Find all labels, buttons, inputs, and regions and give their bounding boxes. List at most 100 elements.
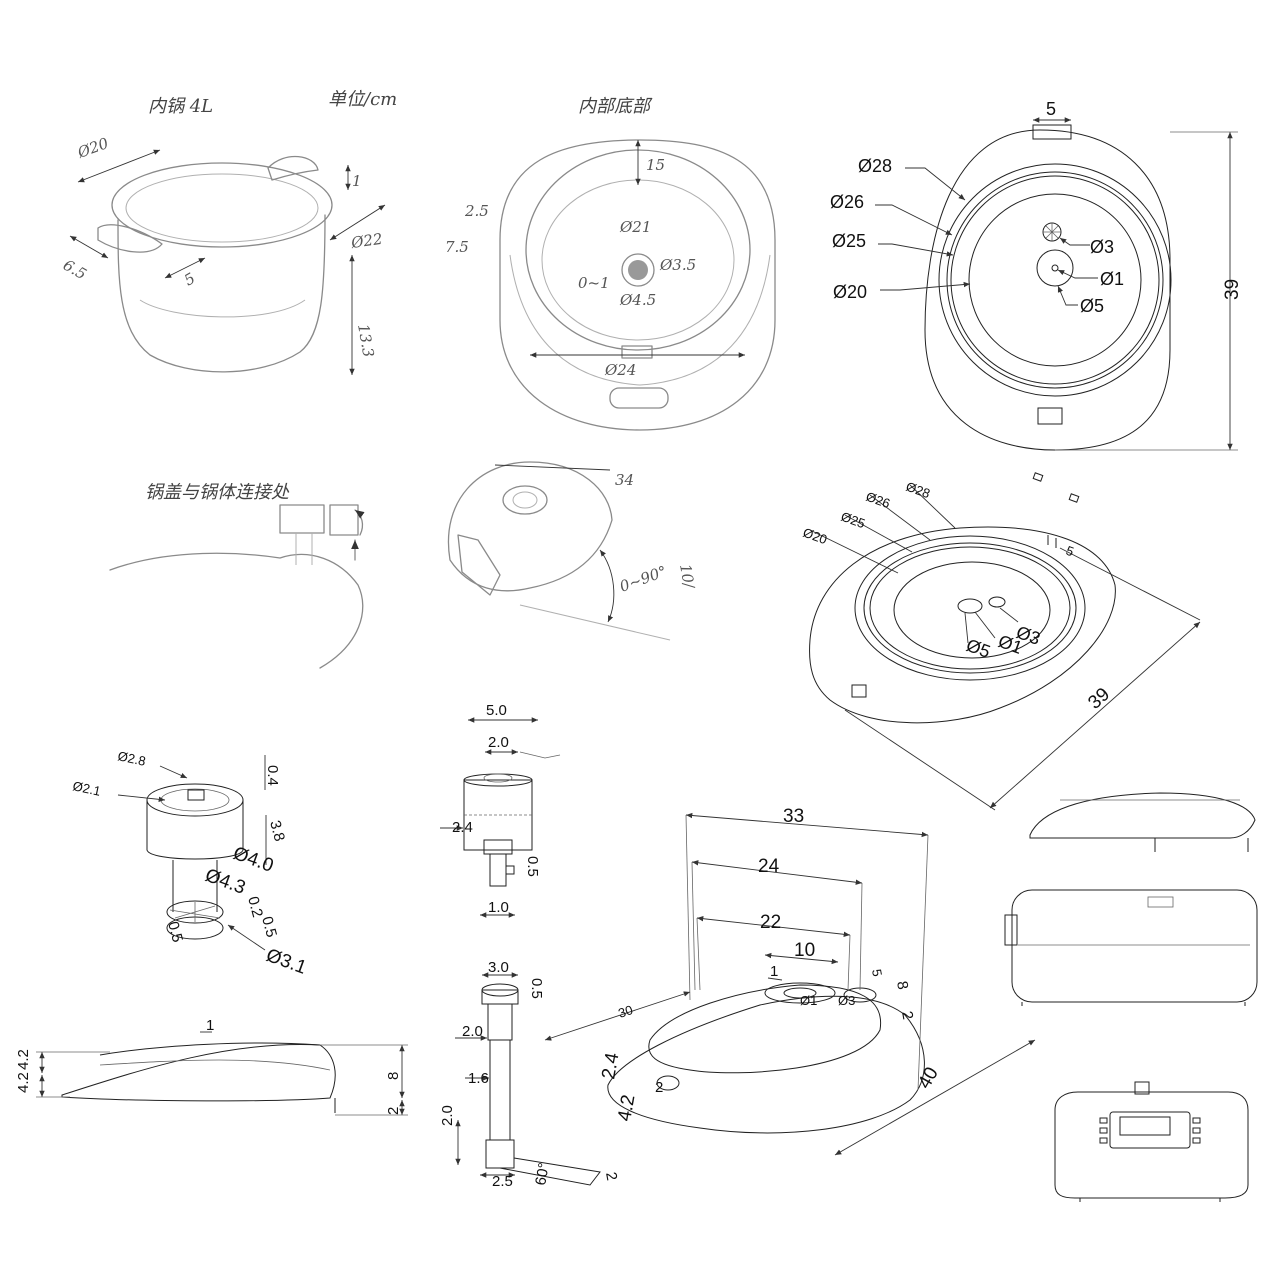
lid-iso-h24b: 4.2 (614, 1093, 639, 1123)
pin-cup-height: 2.4 (452, 819, 473, 836)
lid-iso-d22: 22 (760, 912, 781, 933)
unit-note: 单位/cm (328, 89, 397, 110)
sensor-diameter: Ø3.5 (659, 256, 696, 274)
pot-body (117, 214, 326, 373)
lid-joint-profile (109, 552, 364, 669)
top-view-outline (924, 129, 1171, 451)
bottom-depth: 15 (646, 156, 665, 174)
cooker-display (1119, 1116, 1171, 1136)
top-d1-label: Ø1 (1100, 269, 1124, 289)
cap-d43-label: Ø4.3 (202, 865, 248, 899)
control-button (609, 387, 669, 409)
sensor-top (628, 260, 648, 280)
lid-top-offset: 1 (206, 1017, 214, 1034)
cooker-body-outline (499, 139, 776, 431)
lid-iso-outline (607, 995, 925, 1134)
iso-length: 39 (1084, 684, 1114, 714)
cad-valve-pin: 5.0 2.0 2.4 0.5 1.0 (440, 702, 561, 918)
top-view-valve-d5 (1036, 249, 1074, 287)
tube-foot-width: 2.5 (492, 1173, 513, 1190)
tube-collar-width: 2.0 (462, 1023, 483, 1040)
top-view-d20 (968, 193, 1142, 367)
cap-t05b-label: 0.5 (164, 920, 186, 945)
cap-filter (166, 900, 224, 924)
iso-d25 (869, 546, 1071, 670)
lid-pin-height: 2 (385, 1107, 402, 1115)
sketch-inner-bottom: 内部底部 15 2.5 7.5 Ø21 Ø3.5 0~1 Ø4.5 Ø24 (445, 96, 776, 431)
lid-iso-t5: 5 (869, 968, 885, 978)
top-view-valve-d1 (1051, 264, 1059, 272)
cad-steam-tube: 3.0 0.5 2.0 1.6 2.0 2.5 60° 2 (439, 959, 620, 1190)
bottom-rim-7-5: 7.5 (445, 238, 469, 256)
inner-bottom-title: 内部底部 (578, 96, 653, 117)
lid-side-outline (61, 1043, 336, 1102)
lid-iso-depth: 30 (616, 1002, 634, 1021)
view-cooker-side (1004, 889, 1258, 1006)
lid-iso-overall-width: 33 (783, 806, 804, 827)
cad-top-view: 5 39 Ø28 Ø26 Ø25 Ø20 Ø3 Ø1 Ø5 (830, 99, 1243, 451)
inner-pot-title: 内锅 4L (148, 96, 213, 117)
body-latch (621, 345, 653, 359)
lid-iso-h8: 8 (893, 980, 911, 991)
lid-iso-d1: Ø1 (800, 993, 817, 1008)
cooker-front-body (1054, 1091, 1249, 1199)
sensor-base-diameter: Ø4.5 (619, 291, 656, 309)
tube-outlet-angle: 60° (532, 1161, 553, 1186)
pot-shade (139, 299, 306, 318)
iso-valve-d3 (988, 596, 1006, 608)
tube-shaft-width: 1.6 (468, 1070, 489, 1087)
top-d5-label: Ø5 (1080, 296, 1104, 316)
cap-t02-label: 0.2 (244, 895, 266, 920)
lid-iso-d3: Ø3 (838, 993, 855, 1008)
top-view-d25 (950, 175, 1160, 385)
pot-diameter-label: Ø20 (74, 134, 111, 162)
lid-iso-h24: 2.4 (598, 1051, 623, 1081)
pin-neck (483, 839, 513, 855)
view-cooker-front (1054, 1081, 1249, 1202)
cap-stem (172, 860, 218, 912)
lid-valve (502, 485, 548, 515)
cap-knob (187, 789, 205, 801)
pin-side-thickness: 0.5 (524, 856, 541, 877)
body-shell (509, 254, 771, 386)
top-view-length: 39 (1222, 279, 1243, 300)
tube-foot (485, 1139, 515, 1169)
pin-shaft-width: 1.0 (488, 899, 509, 916)
tube-top-width: 3.0 (488, 959, 509, 976)
cap-body (146, 800, 244, 860)
sketch-inner-pot: 内锅 4L 单位/cm Ø20 1 Ø22 13.3 6.5 5 (60, 89, 397, 375)
cap-d31-label: Ø3.1 (263, 945, 309, 979)
iso-hinge-width: 5 (1064, 543, 1076, 560)
pot-height: 13.3 (354, 323, 378, 359)
lid-total-height: 8 (385, 1072, 402, 1080)
tube-shaft (489, 1039, 511, 1141)
iso-d26 (863, 542, 1077, 674)
heating-sensor (621, 253, 655, 287)
tube-outlet-thickness: 2 (602, 1171, 620, 1182)
top-d3-label: Ø3 (1090, 237, 1114, 257)
tube-foot-height: 2.0 (439, 1105, 456, 1126)
cooker-front-panel (1109, 1111, 1191, 1149)
pot-outer-diameter: Ø22 (349, 230, 384, 252)
lid-side-top (99, 1042, 321, 1056)
cad-valve-cap: Ø2.8 Ø2.1 0.4 3.8 Ø4.0 Ø4.3 0.2 0.5 0.5 … (71, 748, 309, 979)
body-inner-diameter: Ø24 (604, 361, 636, 379)
top-d20-label: Ø20 (833, 282, 867, 302)
view-lid-closed (1029, 792, 1256, 852)
top-d28-label: Ø28 (858, 156, 892, 176)
iso-d26-label: Ø26 (864, 489, 892, 512)
lid-handle (457, 534, 501, 596)
tube-outlet (499, 1157, 601, 1186)
cad-lid-iso: 33 24 22 10 1 30 40 2.4 4.2 2 8 2 5 Ø3 Ø… (544, 806, 1036, 1156)
floor-diameter: Ø21 (619, 218, 651, 236)
lid-top-height: 4.2 (15, 1049, 32, 1070)
handle-width: 6.5 (60, 256, 90, 284)
pot-handle-right (267, 155, 319, 181)
lid-iso-w1: 1 (770, 963, 778, 980)
lid-bottom-height: 4.2 (15, 1072, 32, 1093)
cap-thickness: 0.4 (264, 765, 281, 786)
pot-handle-left (97, 224, 163, 253)
iso-outline (809, 526, 1116, 724)
lid-iso-latch (656, 1075, 680, 1091)
cad-lid-side: 1 4.2 4.2 8 2 (15, 1017, 408, 1116)
